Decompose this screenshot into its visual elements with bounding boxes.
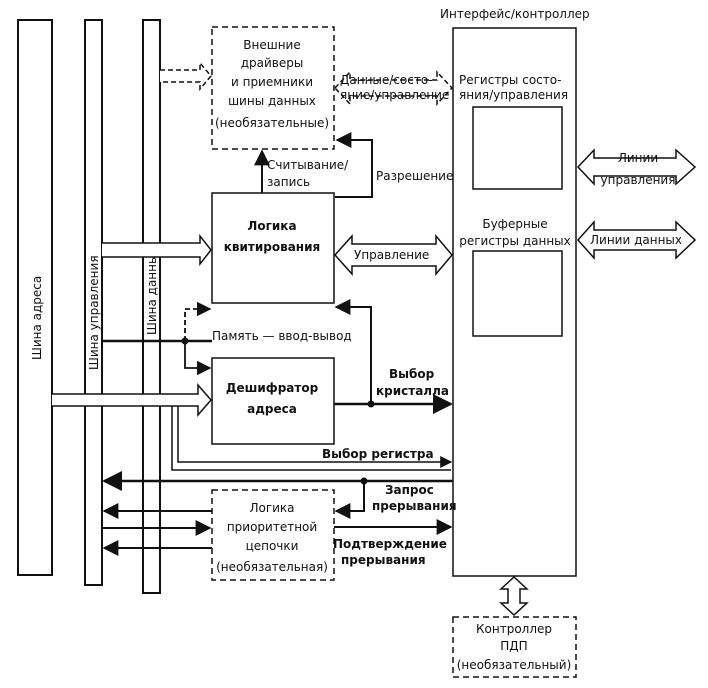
dma-connection-arrow bbox=[499, 575, 529, 617]
control-label: Управление bbox=[354, 248, 429, 262]
read-write-label-1: Считывание/ bbox=[267, 158, 349, 172]
data-lines-arrow bbox=[576, 220, 697, 260]
drivers-interface-arrow bbox=[333, 70, 454, 106]
address-bus-to-decoder-arrow bbox=[52, 382, 212, 418]
handshake-line-2: квитирования bbox=[224, 240, 320, 254]
handshake-line-1: Логика bbox=[247, 219, 296, 233]
drivers-line-1: Внешние bbox=[243, 38, 300, 52]
mem-io-to-decoder bbox=[184, 341, 212, 376]
interface-title: Интерфейс/контроллер bbox=[440, 7, 590, 21]
control-bus-label: Шина управления bbox=[87, 255, 101, 370]
read-write-label-2: запись bbox=[267, 175, 310, 189]
priority-line-1: Логика bbox=[249, 501, 294, 515]
drivers-line-5: (необязательные) bbox=[215, 116, 329, 130]
interrupt-ack-label-1: Подтверждение bbox=[333, 537, 447, 551]
register-select-line-1 bbox=[177, 406, 453, 468]
buffer-registers-label-2: регистры данных bbox=[459, 234, 571, 248]
control-bus-to-handshake-arrow bbox=[102, 233, 212, 267]
handshake-logic-block: Логика квитирования bbox=[211, 192, 335, 304]
priority-chain-block: Логика приоритетной цепочки (необязатель… bbox=[211, 489, 335, 581]
dma-line-2: ПДП bbox=[500, 639, 527, 653]
external-drivers-block: Внешние драйверы и приемники шины данных… bbox=[211, 26, 335, 150]
enable-line bbox=[335, 132, 373, 198]
decoder-line-2: адреса bbox=[247, 402, 297, 416]
interrupt-request-label-2: прерывания bbox=[372, 499, 457, 513]
dma-controller-block: Контроллер ПДП (необязательный) bbox=[452, 616, 577, 678]
enable-label: Разрешение bbox=[376, 169, 453, 183]
data-status-label-2: яние/управление bbox=[340, 88, 449, 102]
interface-controller: Интерфейс/контроллер Регистры состо- яни… bbox=[440, 7, 590, 577]
status-registers bbox=[472, 106, 563, 190]
control-lines-label-1: Линии bbox=[618, 151, 658, 165]
data-bus: Шина данных bbox=[142, 19, 161, 594]
dma-line-1: Контроллер bbox=[476, 622, 552, 636]
interrupt-request-label-1: Запрос bbox=[385, 483, 434, 497]
data-bus-label: Шина данных bbox=[145, 247, 159, 335]
control-signal-arrow bbox=[333, 233, 453, 277]
priority-line-4: (необязательная) bbox=[216, 560, 328, 574]
drivers-line-2: драйверы bbox=[241, 56, 304, 70]
interrupt-request-to-priority bbox=[334, 481, 365, 519]
priority-line-2: приоритетной bbox=[227, 520, 317, 534]
interrupt-ack-label-2: прерывания bbox=[341, 553, 426, 567]
data-buffer-registers bbox=[472, 250, 563, 337]
buffer-registers-label-1: Буферные bbox=[482, 217, 547, 231]
status-registers-label-1: Регистры состо- bbox=[459, 73, 561, 87]
priority-line-3: цепочки bbox=[246, 539, 299, 553]
mem-io-label: Память — ввод-вывод bbox=[212, 329, 352, 343]
data-bus-to-drivers-arrow bbox=[160, 60, 212, 92]
control-lines-arrow bbox=[576, 148, 697, 186]
register-select-label: Выбор регистра bbox=[322, 447, 434, 461]
data-lines-label: Линии данных bbox=[590, 233, 682, 247]
address-decoder-block: Дешифратор адреса bbox=[211, 357, 335, 445]
address-bus: Шина адреса bbox=[17, 19, 53, 576]
mem-io-dashed-line bbox=[184, 301, 212, 341]
dma-line-3: (необязательный) bbox=[457, 658, 572, 672]
control-lines-label-2: управления bbox=[601, 173, 676, 187]
chip-select-label-1: Выбор bbox=[389, 367, 435, 381]
address-bus-label: Шина адреса bbox=[30, 276, 44, 360]
data-status-label-1: Данные/состо- bbox=[340, 73, 433, 87]
drivers-line-4: шины данных bbox=[228, 94, 316, 108]
drivers-line-3: и приемники bbox=[231, 75, 313, 89]
control-bus: Шина управления bbox=[84, 19, 103, 586]
chip-select-to-handshake bbox=[334, 299, 372, 404]
chip-select-label-2: кристалла bbox=[376, 384, 449, 398]
decoder-line-1: Дешифратор bbox=[226, 381, 319, 395]
status-registers-label-2: яния/управления bbox=[459, 88, 568, 102]
register-select-line-2 bbox=[171, 406, 451, 471]
